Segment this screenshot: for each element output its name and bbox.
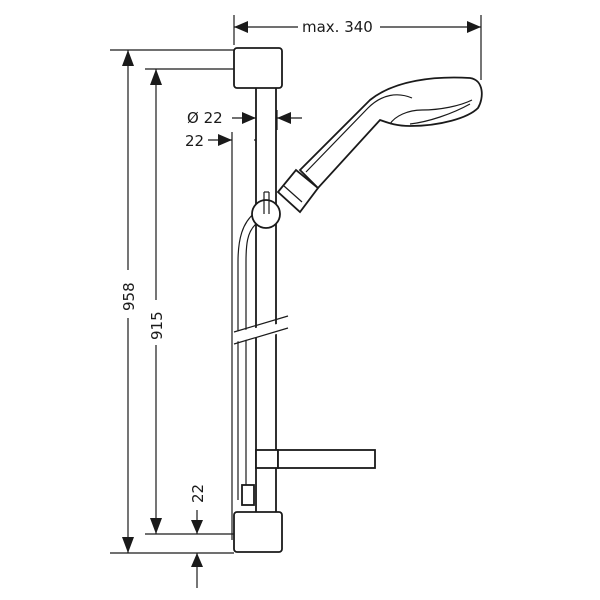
soap-dish — [255, 449, 376, 469]
width-dimension: max. 340 — [233, 15, 482, 80]
diameter-dimension: Ø 22 — [187, 109, 302, 130]
max-width-label: max. 340 — [302, 18, 373, 36]
break-symbol — [233, 315, 289, 345]
bar-offset-label: 22 — [185, 132, 204, 150]
bar-length-label: 915 — [148, 311, 166, 340]
bottom-offset-dimension: 22 — [189, 484, 207, 588]
bar-offset-dimension: 22 — [185, 132, 270, 540]
bar-length-dimension: 915 — [145, 68, 234, 535]
shower-hose — [237, 211, 257, 506]
bottom-offset-label: 22 — [189, 484, 207, 503]
hand-shower — [298, 76, 483, 190]
total-height-label: 958 — [120, 282, 138, 311]
total-height-dimension: 958 — [110, 49, 234, 554]
bottom-wall-bracket — [233, 511, 283, 553]
shower-holder — [251, 168, 320, 229]
top-wall-bracket — [233, 47, 283, 89]
diameter-label: Ø 22 — [187, 109, 223, 127]
